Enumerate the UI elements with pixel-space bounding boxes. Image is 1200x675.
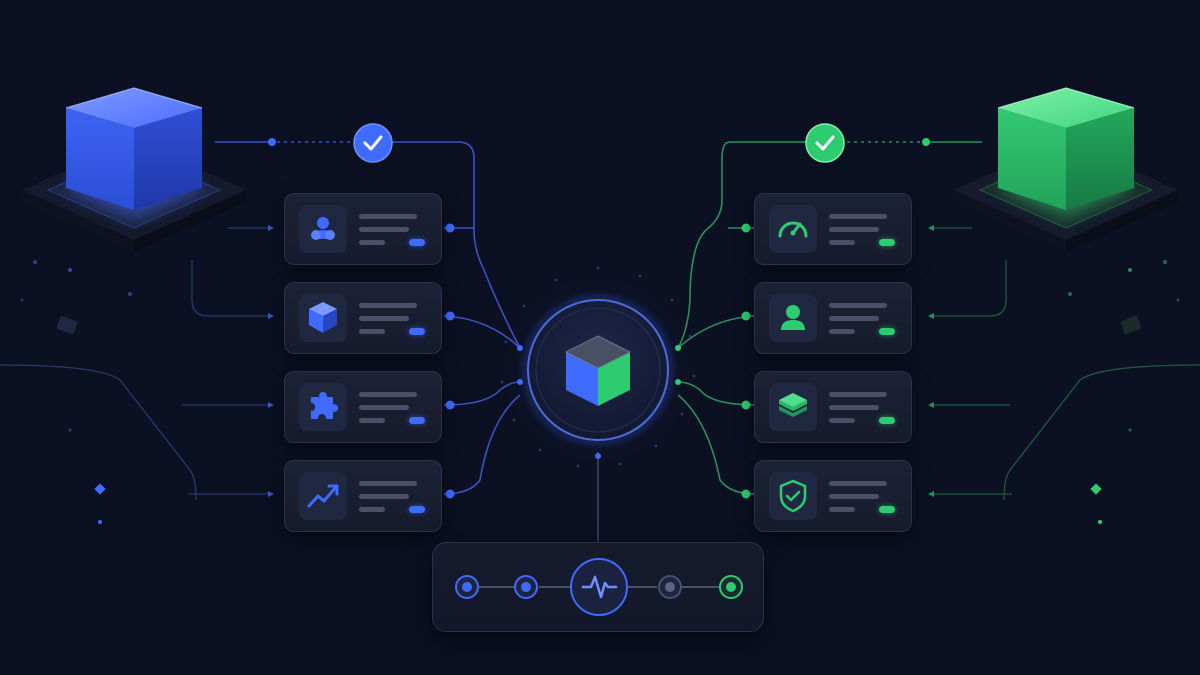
puzzle-icon: [311, 392, 338, 419]
cube-icon: [309, 302, 337, 333]
pipeline-timeline: [432, 542, 764, 632]
trend-chart-icon: [307, 484, 339, 508]
left-card-trend[interactable]: [284, 460, 442, 532]
left-card-puzzle[interactable]: [284, 371, 442, 443]
hybrid-cube-icon: [564, 335, 632, 406]
hub-node[interactable]: [518, 290, 678, 450]
right-card-speedometer[interactable]: [754, 193, 912, 265]
target-cube-icon: [954, 87, 1178, 252]
shield-check-icon: [779, 479, 807, 513]
timeline-track: [455, 558, 743, 616]
right-card-shield[interactable]: [754, 460, 912, 532]
check-icon: [805, 123, 845, 163]
speedometer-icon: [778, 221, 808, 238]
check-icon: [353, 123, 393, 163]
hub-halo: [500, 266, 696, 468]
layers-icon: [779, 393, 807, 417]
users-icon: [311, 217, 335, 240]
user-icon: [781, 305, 805, 330]
source-cube-icon: [22, 87, 246, 252]
left-card-users[interactable]: [284, 193, 442, 265]
pulse-icon: [581, 575, 618, 599]
right-card-user[interactable]: [754, 282, 912, 354]
left-card-cube[interactable]: [284, 282, 442, 354]
right-card-layers[interactable]: [754, 371, 912, 443]
